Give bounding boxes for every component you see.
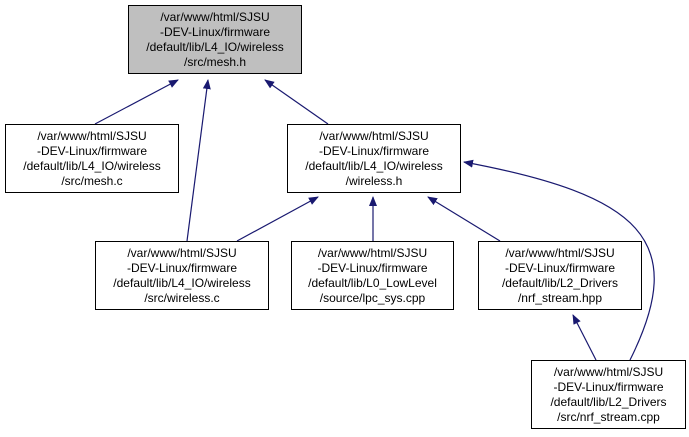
node-line: /var/www/html/SJSU — [37, 128, 147, 143]
node-line: /default/lib/L0_LowLevel — [308, 275, 437, 290]
node-line: /default/lib/L4_IO/wireless — [305, 158, 443, 173]
node-lpc-sys-cpp[interactable]: /var/www/html/SJSU -DEV-Linux/firmware /… — [291, 241, 454, 310]
node-line: /src/mesh.c — [61, 173, 123, 188]
node-line: -DEV-Linux/firmware — [318, 143, 430, 158]
node-line: -DEV-Linux/firmware — [504, 260, 616, 275]
edge-wirelc-to-wirelh — [236, 196, 319, 242]
node-line: -DEV-Linux/firmware — [126, 260, 238, 275]
node-line: /default/lib/L4_IO/wireless — [113, 275, 251, 290]
edge-nrfc-to-wirelh — [463, 159, 655, 361]
edge-nrfh-to-wirelh — [427, 196, 501, 242]
edge-meshc-to-root — [94, 79, 179, 125]
node-line: /src/mesh.h — [183, 54, 246, 69]
node-wireless-h[interactable]: /var/www/html/SJSU -DEV-Linux/firmware /… — [287, 124, 461, 193]
node-nrf-stream-cpp[interactable]: /var/www/html/SJSU -DEV-Linux/firmware /… — [531, 360, 686, 429]
node-line: /default/lib/L4_IO/wireless — [146, 39, 284, 54]
node-line: -DEV-Linux/firmware — [553, 379, 664, 394]
edge-wirelc-to-root — [186, 79, 211, 242]
node-line: -DEV-Linux/firmware — [159, 24, 271, 39]
node-line: /wireless.h — [345, 173, 403, 188]
node-line: /src/nrf_stream.cpp — [557, 409, 660, 424]
edge-wirelh-to-root — [264, 79, 329, 125]
node-line: -DEV-Linux/firmware — [36, 143, 148, 158]
node-line: -DEV-Linux/firmware — [317, 260, 428, 275]
node-line: /nrf_stream.hpp — [517, 290, 603, 305]
node-line: /src/wireless.c — [144, 290, 220, 305]
node-nrf-stream-hpp[interactable]: /var/www/html/SJSU -DEV-Linux/firmware /… — [478, 241, 642, 310]
node-mesh-c[interactable]: /var/www/html/SJSU -DEV-Linux/firmware /… — [5, 124, 179, 193]
node-line: /default/lib/L2_Drivers — [550, 394, 667, 409]
node-wireless-c[interactable]: /var/www/html/SJSU -DEV-Linux/firmware /… — [95, 241, 269, 310]
node-line: /var/www/html/SJSU — [127, 245, 237, 260]
node-line: /var/www/html/SJSU — [160, 9, 270, 24]
node-line: /var/www/html/SJSU — [505, 245, 615, 260]
node-line: /default/lib/L2_Drivers — [501, 275, 619, 290]
node-line: /source/lpc_sys.cpp — [319, 290, 426, 305]
node-mesh-h[interactable]: /var/www/html/SJSU -DEV-Linux/firmware /… — [128, 5, 302, 74]
node-line: /var/www/html/SJSU — [317, 245, 428, 260]
node-line: /var/www/html/SJSU — [553, 364, 664, 379]
node-line: /default/lib/L4_IO/wireless — [23, 158, 161, 173]
edge-nrfc-to-nrfh — [572, 314, 597, 361]
node-line: /var/www/html/SJSU — [319, 128, 429, 143]
